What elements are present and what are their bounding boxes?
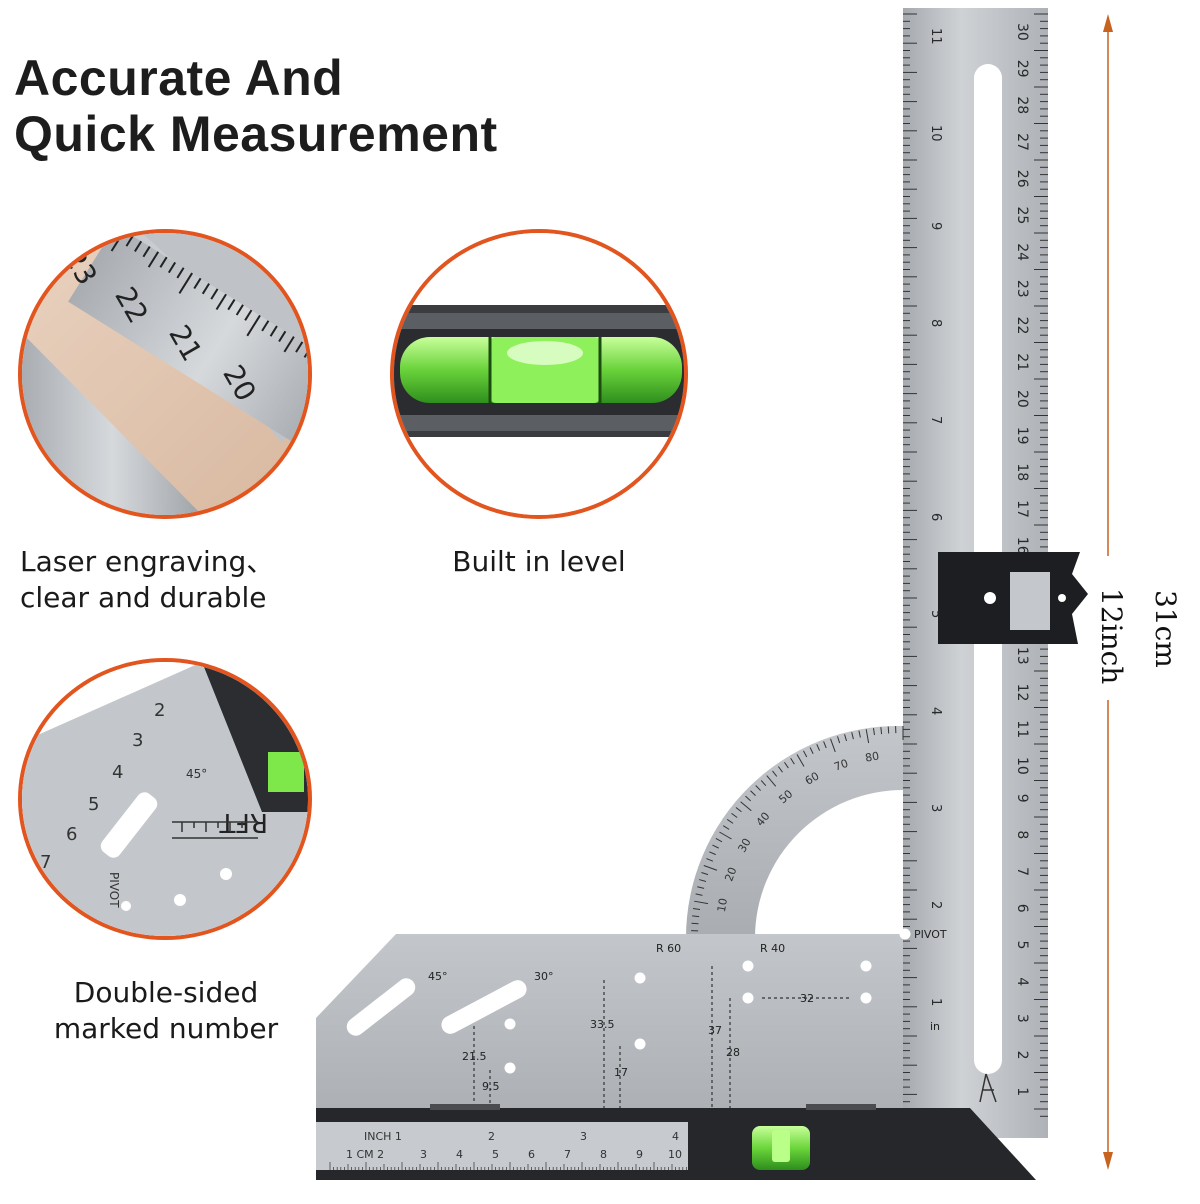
- inch-number: 2: [928, 901, 943, 909]
- dim-9-5: 9.5: [482, 1080, 500, 1093]
- cm-number: 10: [1014, 757, 1030, 775]
- bottom-cm-number: 4: [456, 1148, 463, 1161]
- inch-scale-label: INCH 1: [364, 1130, 402, 1143]
- cm-number: 23: [1014, 280, 1030, 298]
- bottom-cm-number: 3: [420, 1148, 427, 1161]
- cm-number: 27: [1014, 133, 1030, 151]
- dim-37: 37: [708, 1024, 722, 1037]
- cm-number: 18: [1014, 463, 1030, 481]
- dim-32: 32: [800, 992, 814, 1005]
- cm-number: 1: [1014, 1087, 1030, 1096]
- dim-17: 17: [614, 1066, 628, 1079]
- sliding-clamp: [938, 552, 1088, 644]
- inch-number: 1: [928, 998, 943, 1006]
- bottom-cm-number: 6: [528, 1148, 535, 1161]
- cm-number: 13: [1014, 647, 1030, 665]
- cm-scale-label: 1 CM 2: [346, 1148, 384, 1161]
- angle-30-label: 30°: [534, 970, 554, 983]
- cm-number: 9: [1014, 794, 1030, 803]
- inch-number: 9: [928, 222, 943, 230]
- dimension-imperial: 12inch: [1095, 588, 1128, 684]
- cm-number: 26: [1014, 170, 1030, 188]
- inch-number: 4: [928, 707, 943, 715]
- protractor-number: 10: [715, 897, 730, 913]
- pivot-label: PIVOT: [914, 928, 947, 941]
- inch-number: 8: [928, 319, 943, 327]
- dimension-metric: 31cm: [1149, 590, 1182, 668]
- r40-label: R 40: [760, 942, 785, 955]
- cm-number: 3: [1014, 1014, 1030, 1023]
- cm-number: 2: [1014, 1051, 1030, 1060]
- angle-45-label: 45°: [428, 970, 448, 983]
- cm-number: 4: [1014, 977, 1030, 986]
- cm-number: 17: [1014, 500, 1030, 518]
- bottom-inch-number: 3: [580, 1130, 587, 1143]
- cm-number: 30: [1014, 23, 1030, 41]
- cm-number: 29: [1014, 60, 1030, 78]
- cm-number: 20: [1014, 390, 1030, 408]
- cm-number: 12: [1014, 684, 1030, 702]
- dim-33-5: 33.5: [590, 1018, 615, 1031]
- cm-number: 28: [1014, 96, 1030, 114]
- in-label: in: [930, 1020, 940, 1033]
- inch-number: 7: [928, 416, 943, 424]
- cm-number: 21: [1014, 353, 1030, 371]
- cm-number: 22: [1014, 317, 1030, 335]
- cm-number: 6: [1014, 904, 1030, 913]
- inch-number: 11: [928, 28, 943, 45]
- dim-21-5: 21.5: [462, 1050, 487, 1063]
- bottom-cm-number: 8: [600, 1148, 607, 1161]
- cm-number: 7: [1014, 867, 1030, 876]
- inch-number: 10: [928, 125, 943, 142]
- cm-number: 8: [1014, 830, 1030, 839]
- dim-28: 28: [726, 1046, 740, 1059]
- cm-number: 11: [1014, 720, 1030, 738]
- protractor-number: 80: [864, 749, 880, 764]
- bottom-inch-number: 4: [672, 1130, 679, 1143]
- bottom-cm-number: 7: [564, 1148, 571, 1161]
- cm-number: 24: [1014, 243, 1030, 261]
- bottom-inch-number: 2: [488, 1130, 495, 1143]
- bottom-cm-number: 5: [492, 1148, 499, 1161]
- cm-number: 5: [1014, 941, 1030, 950]
- inch-number: 6: [928, 513, 943, 521]
- bottom-cm-number: 10: [668, 1148, 682, 1161]
- cm-number: 19: [1014, 427, 1030, 445]
- cm-number: 25: [1014, 207, 1030, 225]
- inch-number: 3: [928, 804, 943, 812]
- bottom-cm-number: 9: [636, 1148, 643, 1161]
- r60-label: R 60: [656, 942, 681, 955]
